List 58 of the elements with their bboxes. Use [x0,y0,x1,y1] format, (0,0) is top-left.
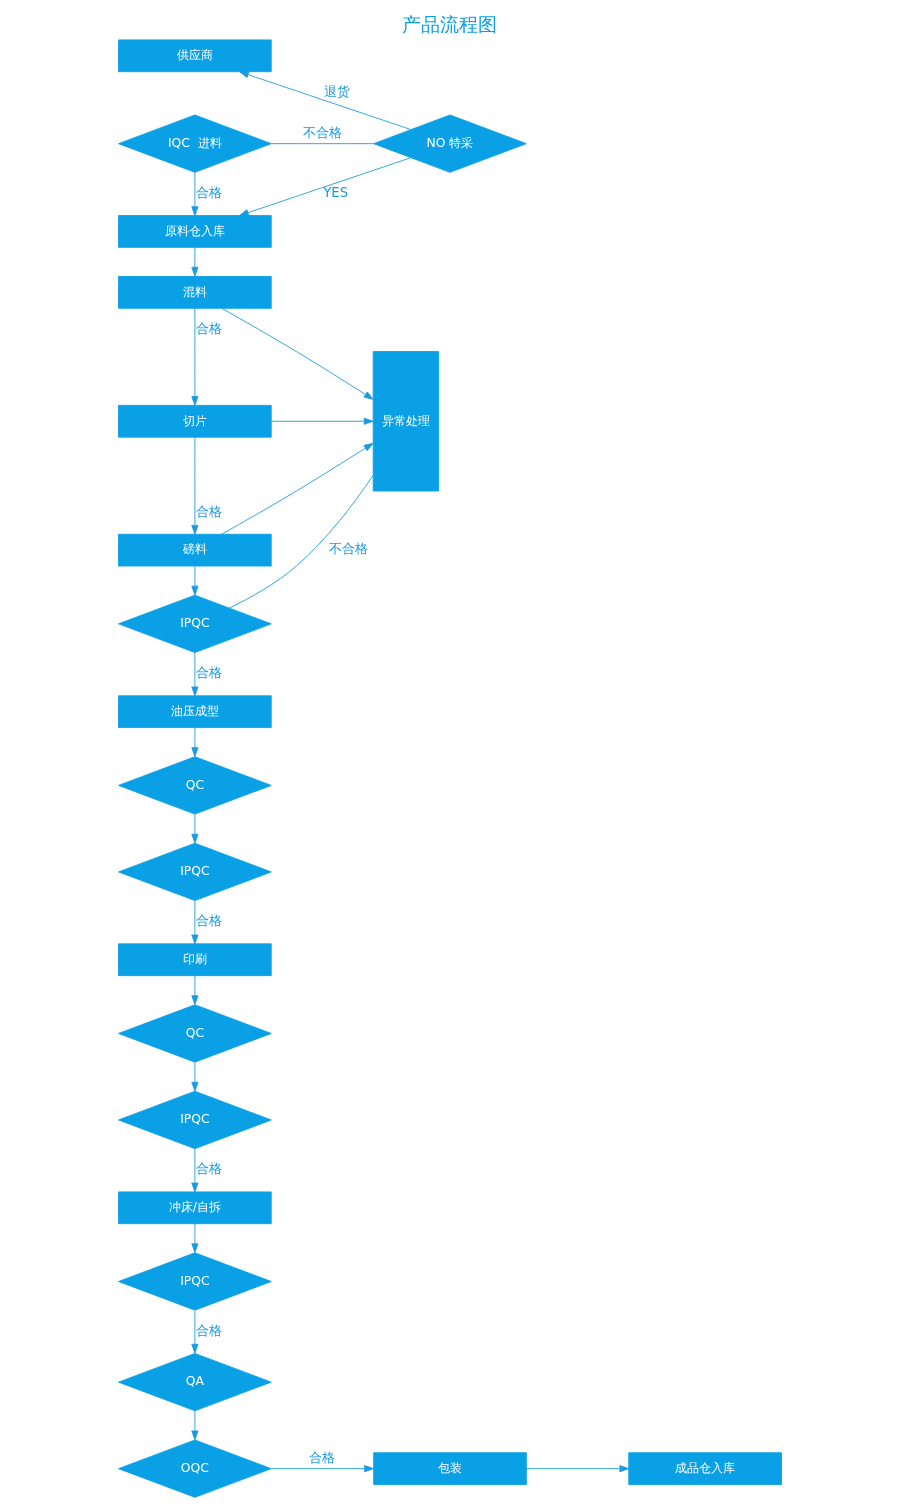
edge-label: 合格 [195,665,222,681]
edge-label: 退货 [323,84,350,100]
edge-label: 合格 [195,503,222,519]
edge-label: 合格 [195,185,222,201]
arrow [191,1223,199,1254]
node-box: 冲床/自拆 [118,1191,272,1225]
arrow [271,1465,374,1473]
node-box: 混料 [118,276,272,309]
node-box: 成品仓入库 [628,1452,782,1485]
arrow [191,247,199,277]
connector [271,143,374,145]
node-box: 原料仓入库 [118,215,272,248]
arrow [191,975,199,1005]
node-box: 供应商 [118,39,272,73]
arrow [191,900,199,945]
arrow [221,442,374,535]
node-box: 油压成型 [118,695,272,729]
arrow [191,1410,199,1441]
edge-label: 合格 [309,1449,336,1465]
node-diamond: IPQC [118,594,272,653]
arrow [191,307,199,406]
node-box: 磅料 [118,533,272,567]
arrow [191,436,199,535]
node-box: 切片 [118,404,272,438]
edge-label: 不合格 [302,124,342,140]
arrow [221,307,374,400]
edge-label: YES [323,185,349,201]
edge-label: 不合格 [328,541,368,557]
connector [228,474,374,609]
edge-label: 合格 [195,320,222,336]
arrow [191,813,199,844]
node-box: 包装 [373,1452,527,1485]
arrow [239,71,412,130]
node-diamond: QC [118,756,272,815]
arrow [191,1310,199,1354]
arrow [239,157,412,217]
node-diamond: IPQC [118,1090,272,1150]
diagram-title: 产品流程图 [402,12,498,36]
arrow [191,727,199,757]
arrow [191,172,199,216]
node-diamond: IPQC [118,842,272,902]
arrow [191,652,199,697]
arrow [271,417,374,425]
node-diamond: QC [118,1004,272,1063]
arrow [191,1061,199,1092]
edge-label: 合格 [195,1161,222,1177]
edge-label: 合格 [195,913,222,929]
node-box: 异常处理 [372,351,439,492]
node-diamond: OQC [118,1439,272,1498]
node-box: 印刷 [118,943,272,977]
node-diamond: IQC 进料 [118,114,272,173]
node-diamond: NO 特采 [373,114,527,173]
node-diamond: QA [118,1353,272,1412]
arrow [191,1148,199,1193]
edge-label: 合格 [195,1322,222,1338]
arrow [526,1465,630,1473]
arrow [191,565,199,596]
node-diamond: IPQC [118,1252,272,1311]
